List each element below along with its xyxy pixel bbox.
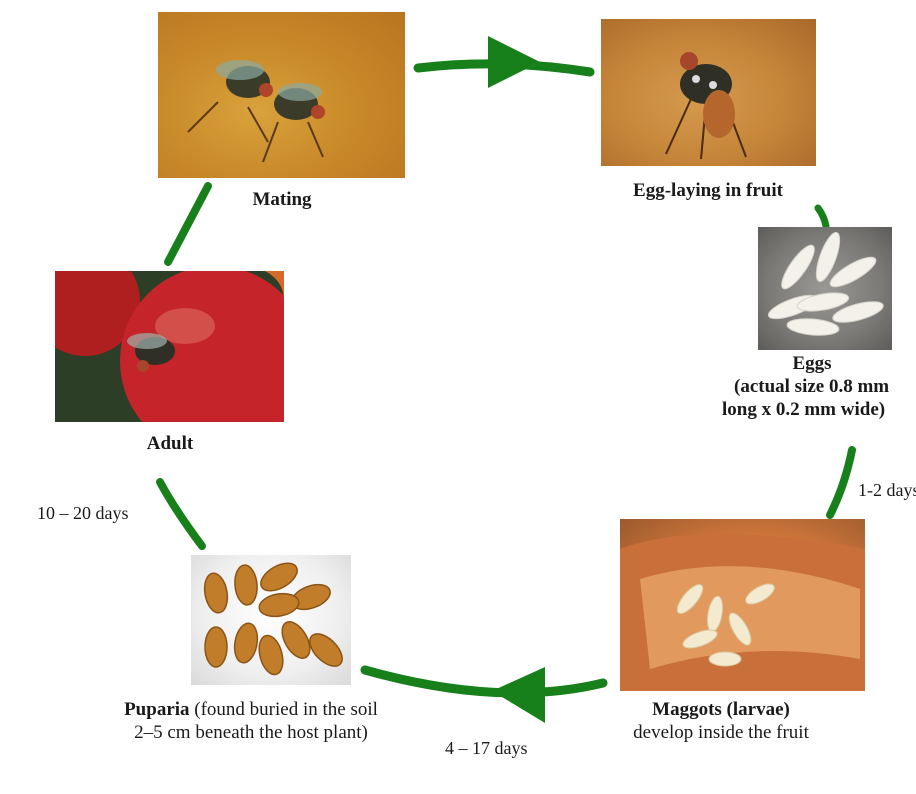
maggots-label: Maggots (larvae) develop inside the frui…	[606, 698, 836, 744]
eggs-photo	[758, 227, 892, 350]
duration-puparia-text: 10 – 20 days	[37, 503, 129, 523]
puparia-title: Puparia	[124, 699, 189, 720]
egglaying-title: Egg-laying in fruit	[633, 180, 783, 201]
eggs-title: Eggs	[792, 353, 831, 374]
adult-title: Adult	[147, 433, 193, 454]
adult-photo	[55, 271, 284, 422]
white-eggs-icon	[758, 227, 892, 350]
eggs-label: Eggs (actual size 0.8 mm long x 0.2 mm w…	[722, 352, 916, 421]
arrow-puparia-to-adult	[160, 482, 202, 546]
puparia-photo	[191, 555, 351, 685]
fly-ovipositing-icon	[601, 19, 816, 166]
puparia-note: (found buried in the soil	[190, 699, 378, 720]
arrow-adult-to-mating	[168, 186, 208, 262]
eggs-size-line2: long x 0.2 mm wide)	[722, 399, 885, 420]
maggots-subtitle: develop inside the fruit	[606, 721, 836, 744]
adult-label: Adult	[110, 432, 230, 455]
duration-maggots-text: 4 – 17 days	[445, 738, 528, 758]
arrowhead-right	[488, 36, 540, 88]
egglaying-photo	[601, 19, 816, 166]
egglaying-label: Egg-laying in fruit	[598, 179, 818, 202]
mating-label: Mating	[232, 188, 332, 211]
duration-puparia: 10 – 20 days	[37, 503, 129, 524]
arrow-eggs-to-maggots	[830, 450, 852, 515]
mating-photo	[158, 12, 405, 178]
duration-eggs: 1-2 days	[858, 480, 916, 501]
arrowhead-left	[492, 667, 545, 723]
duration-eggs-text: 1-2 days	[858, 480, 916, 500]
larvae-in-fruit-icon	[620, 519, 865, 691]
fly-on-red-fruit-icon	[55, 271, 284, 422]
puparia-note-line2: 2–5 cm beneath the host plant)	[86, 721, 416, 744]
maggots-title: Maggots (larvae)	[652, 699, 790, 720]
arrow-maggots-to-puparia	[365, 670, 603, 693]
maggots-photo	[620, 519, 865, 691]
arrow-egglaying-to-eggs	[818, 208, 826, 226]
mating-flies-icon	[158, 12, 405, 178]
duration-maggots: 4 – 17 days	[445, 738, 528, 759]
brown-pupae-icon	[191, 555, 351, 685]
eggs-size-line1: (actual size 0.8 mm	[734, 376, 889, 397]
puparia-label: Puparia (found buried in the soil 2–5 cm…	[86, 698, 416, 744]
mating-title: Mating	[252, 189, 311, 210]
